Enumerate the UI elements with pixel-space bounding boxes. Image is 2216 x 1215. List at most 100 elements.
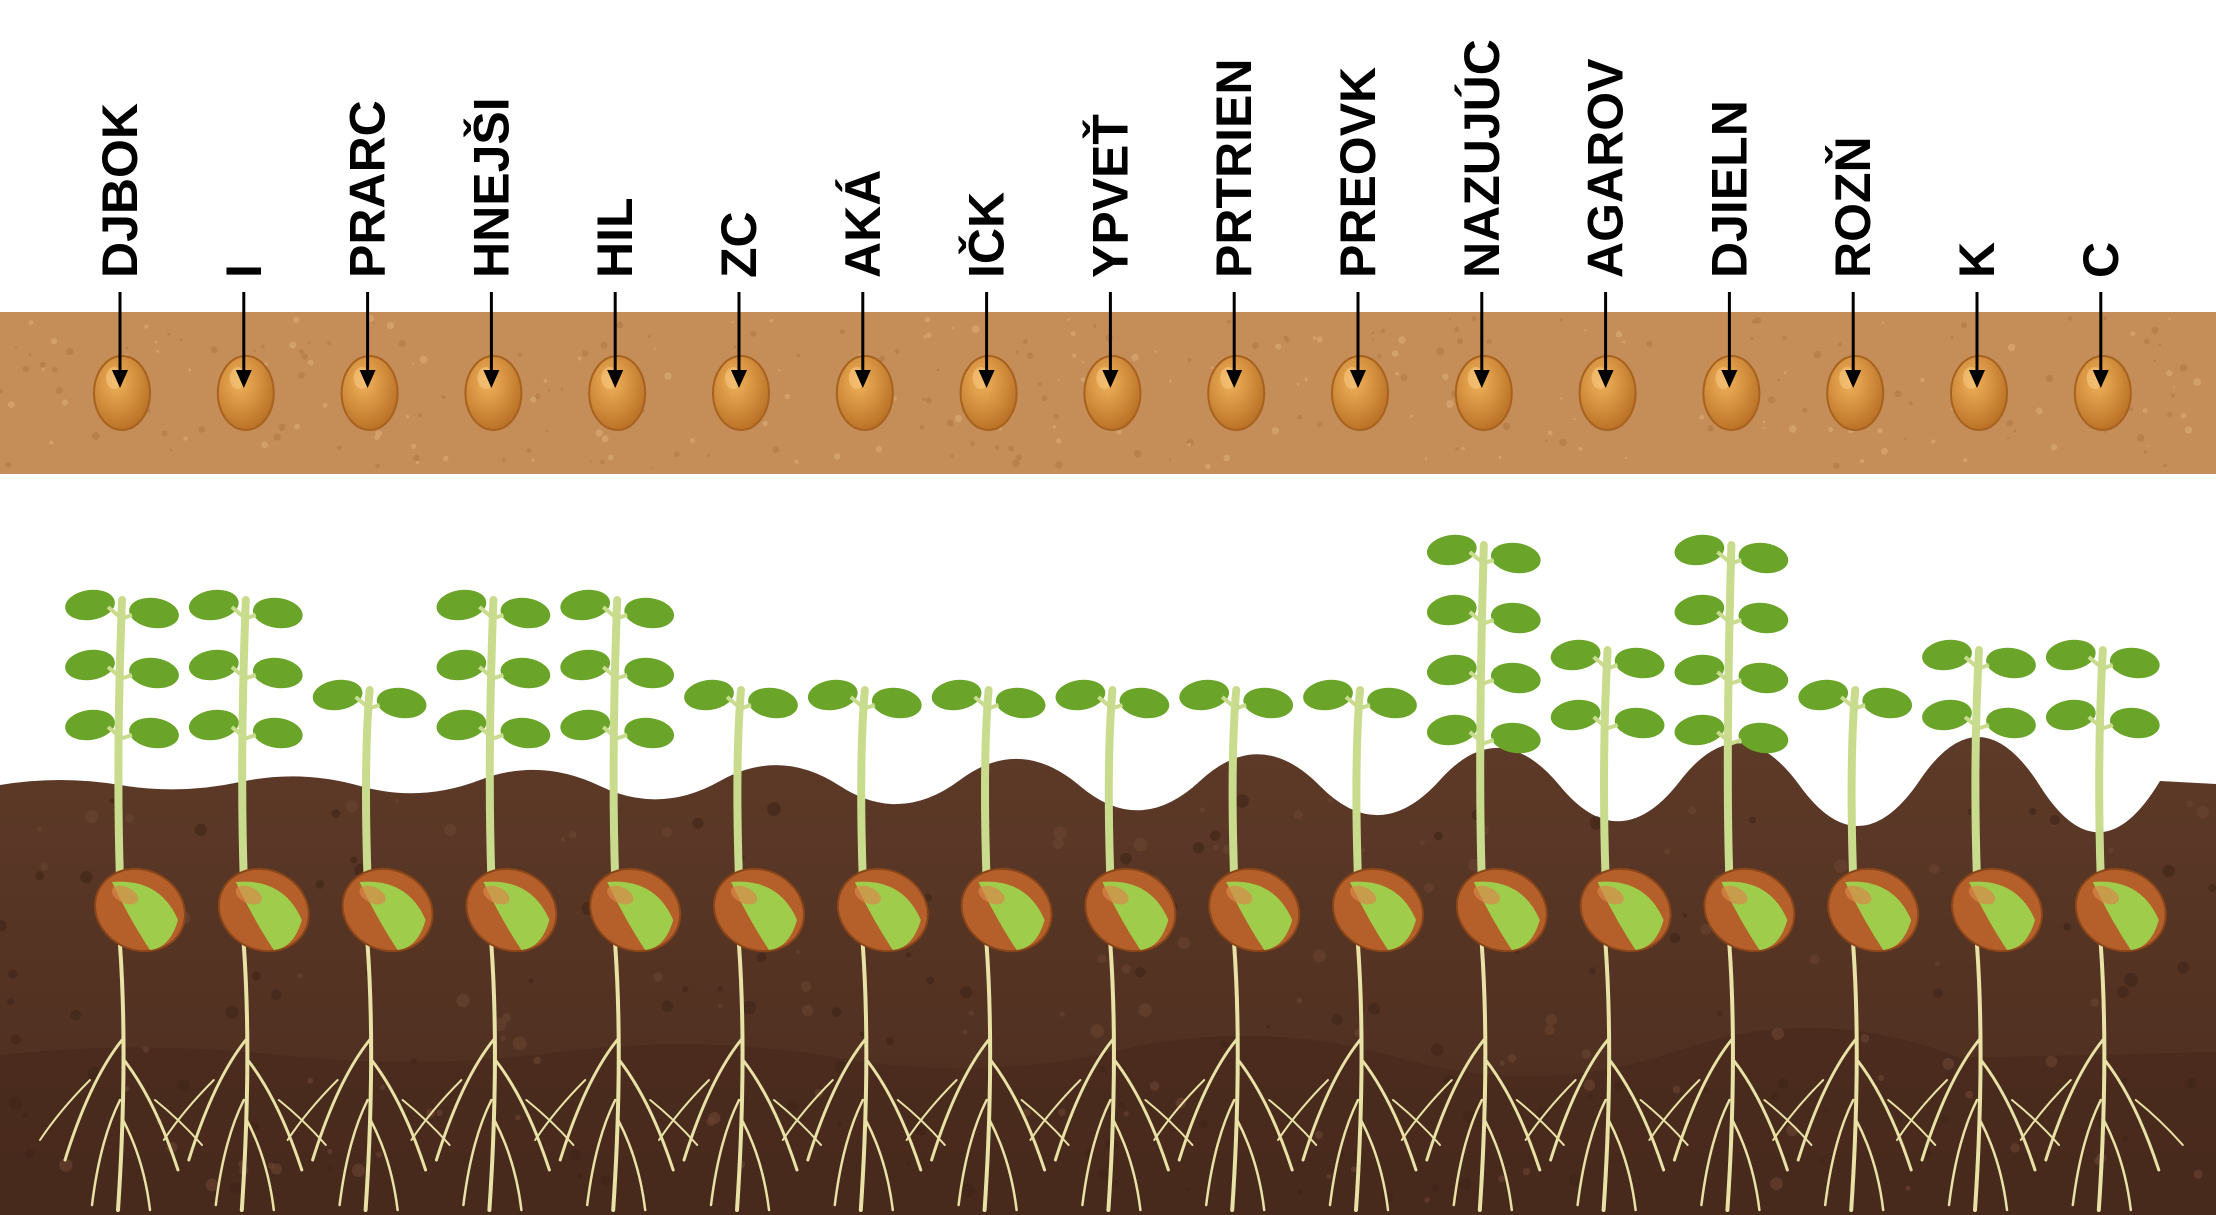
seed — [1331, 355, 1389, 431]
seed-label: C — [2073, 242, 2129, 278]
leaf — [500, 657, 551, 689]
leaf — [560, 589, 611, 621]
arrow-head — [1473, 370, 1490, 388]
leaf — [500, 597, 551, 629]
seed-shine — [1968, 885, 1996, 905]
seed-label: ZC — [711, 211, 767, 278]
sprout — [1277, 679, 1441, 1212]
leaf — [252, 657, 303, 689]
arrow-head — [1350, 370, 1366, 388]
stem — [1228, 686, 1241, 884]
leaf — [2109, 707, 2160, 739]
roots — [1400, 943, 1565, 1212]
seed-label: NAZUJÚC — [1454, 39, 1510, 278]
leaf — [1614, 707, 1665, 739]
roots — [410, 943, 575, 1212]
seed — [340, 355, 399, 431]
stem — [1476, 541, 1488, 884]
seed-shine — [2092, 885, 2119, 905]
seed-label: PRTRIEN — [1206, 59, 1262, 278]
leaf — [1922, 699, 1972, 731]
seed — [1578, 355, 1637, 431]
leaf — [1614, 647, 1665, 679]
arrow-head — [1226, 370, 1243, 388]
seed-shine — [1721, 885, 1748, 905]
seed — [1702, 355, 1761, 431]
sprout — [2019, 639, 2184, 1212]
arrow-head — [854, 370, 871, 388]
leaf — [748, 687, 798, 719]
leaf — [807, 679, 858, 711]
seed-label: DJIELN — [1701, 100, 1757, 278]
leaf — [1674, 594, 1725, 626]
seed-shine — [1102, 885, 1129, 905]
seed — [93, 355, 151, 431]
roots — [286, 943, 451, 1212]
leaf — [560, 709, 611, 741]
seed-shine — [730, 885, 758, 905]
sprout — [1772, 679, 1937, 1212]
leaf — [624, 657, 675, 689]
seed-shine — [607, 885, 634, 905]
sprout — [658, 679, 822, 1212]
seed-shine — [1349, 885, 1377, 905]
sprout — [1524, 639, 1689, 1212]
stem — [2095, 646, 2107, 884]
leaf — [312, 679, 363, 711]
seed-row — [93, 355, 2132, 431]
roots — [1648, 943, 1813, 1212]
seed-label: DJBOK — [92, 103, 148, 278]
stem — [485, 596, 498, 884]
seed — [712, 355, 770, 431]
seed-shine — [1473, 885, 1500, 905]
stem — [1971, 646, 1983, 884]
seed — [1083, 355, 1142, 431]
seed-label: YPVEŤ — [1082, 114, 1138, 278]
leaf — [1367, 687, 1417, 719]
sprout — [286, 679, 451, 1212]
roots — [1896, 943, 2060, 1212]
leaf — [1426, 654, 1477, 686]
leaf — [65, 709, 115, 741]
seed — [1454, 355, 1513, 431]
seed — [1950, 355, 2008, 431]
arrow-head — [731, 370, 747, 388]
sprout — [39, 589, 203, 1212]
leaf — [129, 717, 179, 749]
arrow-head — [978, 370, 995, 388]
seed-label: PREOVK — [1330, 67, 1386, 278]
leaf — [1490, 722, 1541, 754]
stem — [981, 686, 993, 884]
sprout-row — [39, 534, 2184, 1212]
leaf — [1986, 707, 2036, 739]
leaf — [188, 649, 239, 681]
seed-label: I — [216, 264, 272, 278]
leaf — [1738, 662, 1789, 694]
leaf — [1303, 679, 1353, 711]
leaf — [931, 679, 982, 711]
leaf — [436, 709, 487, 741]
roots — [1029, 943, 1194, 1212]
leaf — [1550, 699, 1601, 731]
roots — [39, 943, 203, 1212]
stem — [609, 596, 622, 884]
seed-shine — [483, 885, 510, 905]
roots — [162, 943, 327, 1212]
stem — [1352, 686, 1364, 884]
stem — [1847, 686, 1860, 884]
roots — [905, 943, 1070, 1212]
leaf — [1490, 542, 1541, 574]
seed-label: HNEJŠI — [462, 97, 519, 278]
arrow-head — [1721, 370, 1738, 388]
leaf — [1426, 594, 1477, 626]
leaf — [188, 589, 239, 621]
stem — [114, 596, 126, 884]
seed-shine — [1226, 885, 1253, 905]
roots — [658, 943, 822, 1212]
seed-label: PRARC — [340, 100, 396, 278]
leaf — [1119, 687, 1170, 719]
leaf — [684, 679, 734, 711]
leaf — [1490, 662, 1541, 694]
arrow-head — [112, 370, 128, 388]
